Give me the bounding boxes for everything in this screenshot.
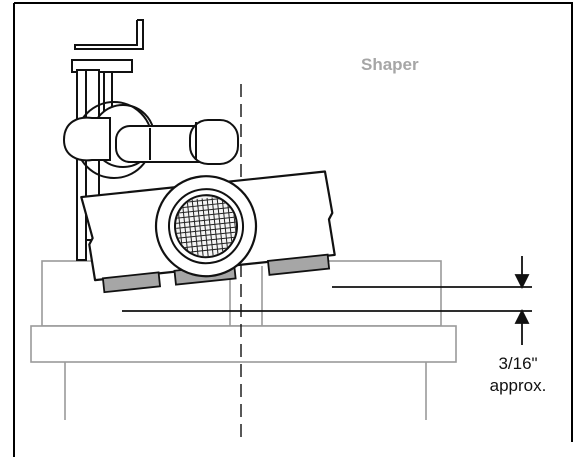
arrow-down-head	[514, 274, 530, 290]
arrow-up-head	[514, 308, 530, 324]
dimension-lines	[122, 256, 532, 345]
motor-assembly	[62, 101, 239, 179]
motor-grille	[154, 175, 258, 278]
crank-handle	[74, 19, 144, 50]
diagram-frame	[13, 2, 573, 457]
dimension-note: approx.	[490, 376, 547, 395]
router-foot	[101, 271, 162, 294]
table-base-slab	[30, 325, 457, 363]
dimension-value: 3/16"	[498, 354, 537, 373]
router-housing	[80, 170, 336, 294]
diagram-title: Shaper	[361, 55, 419, 74]
shaper-table	[30, 260, 457, 420]
router-foot	[266, 253, 331, 276]
